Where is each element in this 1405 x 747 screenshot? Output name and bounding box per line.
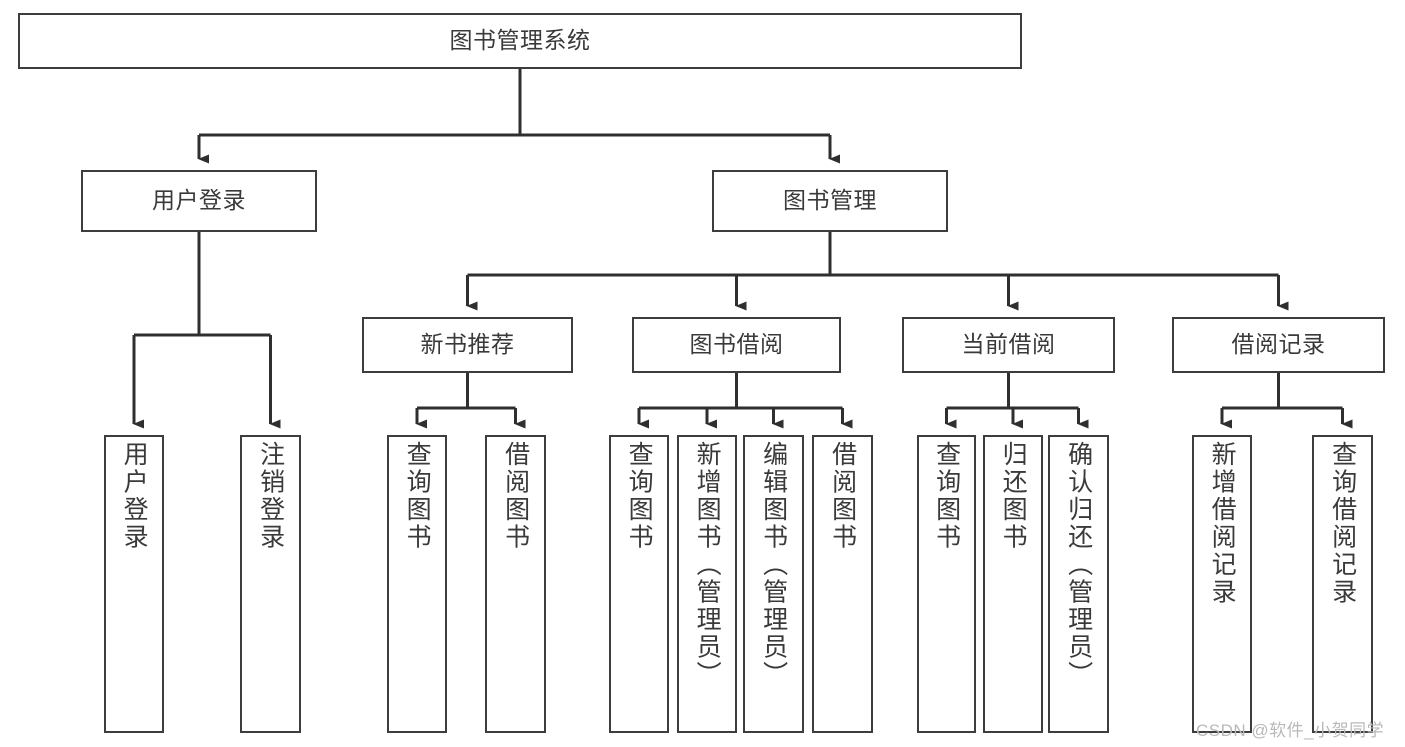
node-label: 新增图书（管理员） [693, 441, 722, 689]
node-label: 借阅记录 [1231, 331, 1326, 358]
node-label: 图书借阅 [689, 331, 784, 358]
node-l3-2-当前借阅[interactable]: 当前借阅 [902, 317, 1115, 373]
node-label: 图书管理 [783, 187, 877, 214]
node-leaf-1-注销登录[interactable]: 注销登录 [240, 435, 301, 733]
node-leaf-4-查询图书[interactable]: 查询图书 [609, 435, 669, 733]
node-label: 查询图书 [932, 441, 961, 551]
node-l2-0-用户登录[interactable]: 用户登录 [81, 170, 317, 232]
node-label: 借阅图书 [501, 441, 530, 551]
connector-lines [132, 69, 1353, 429]
node-label: 新书推荐 [420, 331, 515, 358]
root-node-book-management-system[interactable]: 图书管理系统 [18, 13, 1022, 69]
node-label: 查询图书 [403, 441, 432, 551]
node-label: 当前借阅 [961, 331, 1056, 358]
node-l3-0-新书推荐[interactable]: 新书推荐 [362, 317, 573, 373]
node-l3-1-图书借阅[interactable]: 图书借阅 [632, 317, 841, 373]
node-label: 归还图书 [999, 441, 1028, 551]
node-label: 查询图书 [625, 441, 654, 551]
node-leaf-3-借阅图书[interactable]: 借阅图书 [485, 435, 546, 733]
node-leaf-9-归还图书[interactable]: 归还图书 [983, 435, 1043, 733]
node-label: 查询借阅记录 [1328, 441, 1357, 606]
node-leaf-2-查询图书[interactable]: 查询图书 [387, 435, 447, 733]
node-leaf-5-新增图书管理员[interactable]: 新增图书（管理员） [677, 435, 737, 733]
node-leaf-6-编辑图书管理员[interactable]: 编辑图书（管理员） [743, 435, 804, 733]
node-label: 用户登录 [120, 441, 149, 551]
node-l3-3-借阅记录[interactable]: 借阅记录 [1172, 317, 1385, 373]
node-label: 编辑图书（管理员） [759, 441, 788, 689]
node-label: 新增借阅记录 [1208, 441, 1237, 606]
node-l2-1-图书管理[interactable]: 图书管理 [712, 170, 948, 232]
node-leaf-0-用户登录[interactable]: 用户登录 [104, 435, 164, 733]
node-label: 注销登录 [256, 441, 285, 551]
node-leaf-12-查询借阅记录[interactable]: 查询借阅记录 [1312, 435, 1373, 733]
node-label: 借阅图书 [828, 441, 857, 551]
node-label: 确认归还（管理员） [1064, 441, 1093, 689]
node-leaf-10-确认归还管理员[interactable]: 确认归还（管理员） [1048, 435, 1109, 733]
node-leaf-8-查询图书[interactable]: 查询图书 [917, 435, 976, 733]
node-label: 用户登录 [152, 187, 246, 214]
node-label: 图书管理系统 [449, 27, 591, 54]
node-leaf-7-借阅图书[interactable]: 借阅图书 [812, 435, 873, 733]
node-leaf-11-新增借阅记录[interactable]: 新增借阅记录 [1192, 435, 1252, 733]
csdn-watermark: CSDN @软件_小贺同学 [1196, 721, 1385, 740]
